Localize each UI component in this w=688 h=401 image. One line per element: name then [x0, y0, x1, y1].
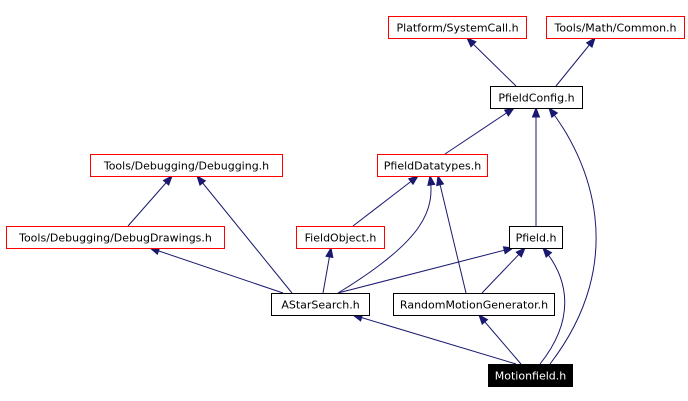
arrowhead-icon — [503, 107, 516, 117]
edge-pfieldconfig-to-common — [555, 36, 596, 87]
node-box — [393, 293, 555, 316]
node-label: RandomMotionGenerator.h — [400, 299, 548, 312]
edge-line — [127, 175, 173, 227]
arrowhead-icon — [515, 247, 526, 258]
edge-line — [548, 107, 597, 365]
edge-line — [196, 175, 293, 294]
node-box — [6, 226, 225, 249]
edge-astarsearch-to-debugging — [196, 174, 293, 294]
edge-line — [466, 37, 517, 87]
node-box — [509, 226, 563, 249]
node-label: Tools/Debugging/DebugDrawings.h — [18, 232, 212, 245]
edge-motionfield-to-astarsearch — [351, 313, 517, 365]
edge-fieldobject-to-pfielddatatypes — [352, 175, 420, 227]
edge-line — [352, 175, 419, 227]
node-fieldobject[interactable]: FieldObject.h — [296, 226, 385, 249]
node-label: Pfield.h — [516, 232, 557, 245]
node-label: FieldObject.h — [305, 232, 377, 245]
arrowhead-icon — [427, 174, 436, 187]
edge-randommotiongenerator-to-pfield — [481, 247, 526, 294]
node-label: Motionfield.h — [495, 370, 567, 383]
arrowhead-icon — [407, 175, 420, 186]
node-common[interactable]: Tools/Math/Common.h — [546, 16, 685, 39]
node-label: Platform/SystemCall.h — [396, 22, 518, 35]
edge-line — [539, 247, 566, 365]
edge-astarsearch-to-pfielddatatypes — [337, 174, 436, 294]
edge-line — [352, 314, 517, 365]
edge-line — [149, 247, 284, 294]
edge-line — [337, 175, 432, 294]
node-pfielddatatypes[interactable]: PfieldDatatypes.h — [377, 154, 488, 177]
edge-pfield-to-pfieldconfig — [531, 106, 541, 226]
node-randommotiongenerator[interactable]: RandomMotionGenerator.h — [393, 293, 555, 316]
arrowhead-icon — [531, 106, 541, 118]
node-box — [296, 226, 385, 249]
node-label: PfieldDatatypes.h — [384, 160, 481, 173]
node-systemcall[interactable]: Platform/SystemCall.h — [388, 16, 527, 39]
node-motionfield: Motionfield.h — [488, 364, 573, 387]
node-box — [490, 86, 583, 109]
node-box — [377, 154, 488, 177]
node-astarsearch[interactable]: AStarSearch.h — [271, 293, 370, 316]
edge-astarsearch-to-debugdrawings — [148, 247, 284, 294]
arrowhead-icon — [548, 106, 559, 119]
node-label: PfieldConfig.h — [498, 92, 574, 105]
node-debugdrawings[interactable]: Tools/Debugging/DebugDrawings.h — [6, 226, 225, 249]
node-box — [388, 16, 527, 39]
node-box — [271, 293, 370, 316]
edge-line — [481, 247, 526, 294]
edge-line — [555, 37, 596, 87]
node-pfield[interactable]: Pfield.h — [509, 226, 563, 249]
edges-layer — [127, 36, 597, 365]
edge-line — [444, 107, 515, 155]
arrowhead-icon — [436, 174, 445, 187]
arrowhead-icon — [325, 246, 334, 259]
node-box — [90, 154, 283, 177]
edge-motionfield-to-pfield — [539, 246, 566, 365]
edge-line — [478, 314, 522, 365]
edge-line — [337, 247, 514, 294]
nodes-layer: Platform/SystemCall.h Tools/Math/Common.h… — [6, 16, 685, 387]
node-pfieldconfig[interactable]: PfieldConfig.h — [490, 86, 583, 109]
arrowhead-icon — [196, 174, 207, 187]
edge-pfielddatatypes-to-pfieldconfig — [444, 107, 516, 155]
node-box — [488, 364, 573, 387]
node-label: AStarSearch.h — [281, 299, 359, 312]
edge-randommotiongenerator-to-pfielddatatypes — [436, 174, 467, 294]
edge-motionfield-to-randommotiongenerator — [478, 313, 522, 365]
arrowhead-icon — [585, 36, 596, 49]
edge-debugdrawings-to-debugging — [127, 174, 173, 227]
edge-pfieldconfig-to-systemcall — [466, 37, 517, 87]
edge-line — [437, 175, 467, 294]
node-label: Tools/Math/Common.h — [553, 22, 676, 35]
edge-motionfield-to-pfieldconfig — [548, 106, 597, 365]
arrowhead-icon — [478, 313, 489, 325]
arrowhead-icon — [162, 174, 173, 186]
arrowhead-icon — [542, 246, 553, 258]
arrowhead-icon — [466, 37, 477, 48]
node-label: Tools/Debugging/Debugging.h — [103, 160, 269, 173]
node-debugging[interactable]: Tools/Debugging/Debugging.h — [90, 154, 283, 177]
node-box — [546, 16, 685, 39]
edge-astarsearch-to-pfield — [337, 246, 515, 294]
edge-astarsearch-to-fieldobject — [322, 246, 334, 294]
